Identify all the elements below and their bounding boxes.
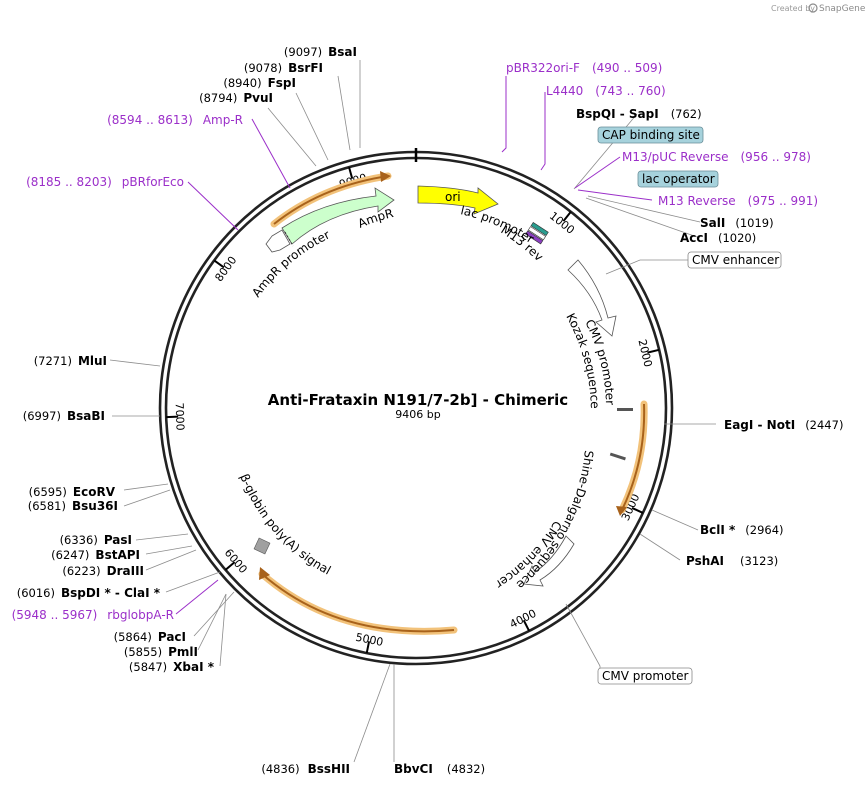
tick-label: 7000 bbox=[173, 402, 187, 430]
tick-label: 2000 bbox=[635, 338, 654, 368]
site-bsai[interactable]: (9097)BsaI bbox=[284, 45, 357, 59]
leader-lines bbox=[109, 60, 716, 763]
tick-label: 5000 bbox=[354, 631, 384, 649]
site-pvui[interactable]: (8794)PvuI bbox=[199, 91, 273, 105]
site-pshai[interactable]: PshAI(3123) bbox=[686, 554, 778, 568]
svg-text:CMV promoter: CMV promoter bbox=[602, 669, 689, 683]
site-bspqi-sapi[interactable]: BspQI - SapI(762) bbox=[576, 107, 702, 121]
site-bcli[interactable]: BclI *(2964) bbox=[700, 523, 784, 537]
cmv-promoter-arrow[interactable] bbox=[567, 259, 617, 337]
snapgene-logo-icon bbox=[808, 3, 818, 13]
site-eagi-noti[interactable]: EagI - NotI(2447) bbox=[724, 418, 843, 432]
svg-text:CMV enhancer: CMV enhancer bbox=[692, 253, 779, 267]
site-pmli[interactable]: (5855)PmlI bbox=[124, 645, 198, 659]
ampr-arrow[interactable] bbox=[281, 187, 395, 245]
primer-amp-r[interactable]: (8594 .. 8613)Amp-R bbox=[107, 113, 243, 127]
site-bspdi-clai[interactable]: (6016)BspDI * - ClaI * bbox=[17, 586, 161, 600]
map-length: 9406 bp bbox=[395, 408, 440, 421]
credit-brand: SnapGene bbox=[819, 4, 866, 14]
primer-leaders bbox=[175, 76, 653, 615]
map-title: Anti-Frataxin N191/7-2b] - Chimeric bbox=[268, 391, 568, 409]
box-lac-operator[interactable]: lac operator bbox=[637, 170, 719, 188]
site-pasi[interactable]: (6336)PasI bbox=[60, 533, 132, 547]
site-mlui[interactable]: (7271)MluI bbox=[34, 354, 107, 368]
orf-arc-bottom[interactable] bbox=[261, 573, 455, 633]
ampr-promoter-arrow[interactable] bbox=[265, 229, 291, 253]
site-bsu36i[interactable]: (6581)Bsu36I bbox=[28, 499, 118, 513]
ori-label: ori bbox=[445, 190, 461, 204]
tick-mark bbox=[631, 506, 644, 514]
primer-pbr322ori-f[interactable]: pBR322ori-F(490 .. 509) bbox=[506, 61, 662, 75]
ampr-label: AmpR bbox=[356, 206, 395, 231]
ampr-dashed-line bbox=[284, 231, 294, 247]
primer-rbglobpa-r[interactable]: (5948 .. 5967)rbglobpA-R bbox=[12, 608, 174, 622]
bglobin-label: β-globin poly(A) signal bbox=[237, 472, 333, 578]
primer-labels: pBR322ori-F(490 .. 509) L4440(743 .. 760… bbox=[12, 61, 819, 622]
site-bsrfi[interactable]: (9078)BsrFI bbox=[244, 61, 323, 75]
primer-m13-reverse[interactable]: M13 Reverse(975 .. 991) bbox=[658, 194, 818, 208]
kozak-marker[interactable] bbox=[617, 408, 633, 411]
site-xbai[interactable]: (5847)XbaI * bbox=[129, 660, 215, 674]
svg-text:lac operator: lac operator bbox=[642, 172, 715, 186]
bglobin-marker[interactable] bbox=[253, 537, 271, 555]
orf-arc-bottom-head bbox=[259, 567, 270, 580]
lac-promoter-marker[interactable] bbox=[525, 222, 549, 245]
shine-marker[interactable] bbox=[609, 452, 626, 461]
tick-mark bbox=[562, 211, 572, 222]
tick-mark bbox=[348, 166, 354, 179]
svg-text:CAP binding site: CAP binding site bbox=[602, 128, 700, 142]
box-cmv-enhancer[interactable]: CMV enhancer bbox=[687, 251, 782, 269]
orf-arc-top-head bbox=[380, 171, 391, 182]
box-cmv-promoter[interactable]: CMV promoter bbox=[597, 667, 693, 685]
primer-m13-puc-reverse[interactable]: M13/pUC Reverse(956 .. 978) bbox=[622, 150, 811, 164]
ori-arrow[interactable] bbox=[417, 185, 499, 215]
orf-arc-top[interactable] bbox=[273, 175, 389, 225]
site-sali[interactable]: SalI(1019) bbox=[700, 216, 774, 230]
cmv-enhancer-arrow[interactable] bbox=[523, 535, 575, 587]
primer-pbrforeco[interactable]: (8185 .. 8203)pBRforEco bbox=[26, 175, 184, 189]
tick-mark bbox=[365, 641, 371, 654]
orf-arc-right[interactable] bbox=[621, 403, 646, 511]
tick-mark bbox=[647, 348, 660, 354]
site-fspi[interactable]: (8940)FspI bbox=[223, 76, 296, 90]
tick-mark bbox=[213, 259, 225, 269]
site-ecorv[interactable]: (6595)EcoRV bbox=[29, 485, 116, 499]
tick-mark bbox=[522, 619, 531, 632]
box-cap-binding-site[interactable]: CAP binding site bbox=[597, 126, 704, 144]
site-labels: (9097)BsaI (9078)BsrFI (8940)FspI (8794)… bbox=[17, 45, 844, 776]
snapgene-credit: Created by SnapGene bbox=[771, 3, 866, 14]
site-bsshii[interactable]: (4836)BssHII bbox=[261, 762, 350, 776]
orf-arc-right-head bbox=[616, 506, 627, 516]
primer-l4440[interactable]: L4440(743 .. 760) bbox=[546, 84, 666, 98]
site-paci[interactable]: (5864)PacI bbox=[114, 630, 186, 644]
site-bsabi[interactable]: (6997)BsaBI bbox=[23, 409, 105, 423]
site-bbvci[interactable]: BbvCI(4832) bbox=[394, 762, 485, 776]
credit-prefix: Created by bbox=[771, 4, 815, 13]
tick-mark bbox=[224, 561, 236, 571]
site-acci[interactable]: AccI(1020) bbox=[680, 231, 756, 245]
site-bstapi[interactable]: (6247)BstAPI bbox=[51, 548, 140, 562]
site-draiii[interactable]: (6223)DraIII bbox=[62, 564, 144, 578]
boxed-features: CAP binding site lac operator CMV enhanc… bbox=[597, 126, 782, 685]
